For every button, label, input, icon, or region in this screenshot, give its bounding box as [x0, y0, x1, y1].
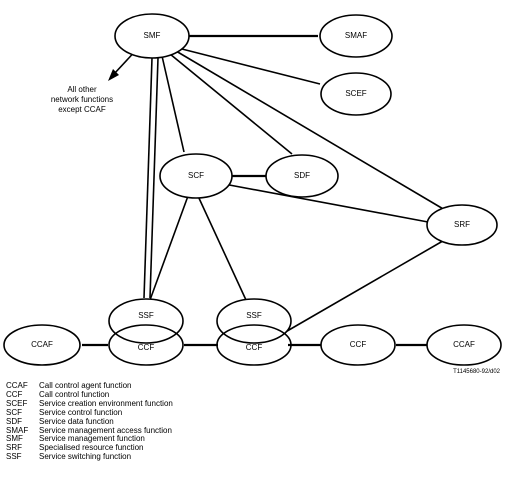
node-ccf-1-label: CCF: [138, 343, 155, 352]
node-smf: SMF: [114, 13, 190, 59]
legend-description: Service management function: [39, 434, 145, 444]
legend-row: SMAF Service management access function: [6, 425, 173, 436]
node-ssf-right-label: SSF: [246, 311, 262, 320]
legend-abbreviation: SCF: [6, 407, 22, 417]
annotation-line-2: network functions: [51, 95, 113, 104]
other-functions-annotation: All other network functions except CCAF: [51, 85, 113, 114]
node-smf-label: SMF: [144, 31, 161, 40]
node-ccaf-left-label: CCAF: [31, 340, 53, 349]
legend-description: Specialised resource function: [39, 443, 144, 453]
edges: [82, 34, 449, 347]
legend-description: Call control agent function: [39, 381, 132, 390]
node-srf: SRF: [426, 204, 498, 246]
node-srf-label: SRF: [454, 220, 470, 229]
legend-abbreviation: SMF: [6, 434, 23, 444]
legend-description: Service data function: [39, 416, 114, 426]
edge-scf-srf: [223, 183, 429, 223]
legend-row: SSF Service switching function: [6, 452, 173, 462]
legend-description: Service management access function: [39, 425, 172, 435]
node-ccf-3-label: CCF: [350, 340, 367, 349]
node-ssf-left-label: SSF: [138, 311, 154, 320]
functional-architecture-diagram: SMF SMAF SCEF SCF SDF SRF CCAF SSF CCF S…: [3, 13, 502, 375]
node-ccaf-left: CCAF: [3, 324, 81, 366]
edge-scf-ssf-left: [149, 195, 189, 301]
node-ccf-2-label: CCF: [246, 343, 263, 352]
legend-abbreviation: SCEF: [6, 398, 28, 408]
edge-smf-ssf: [149, 57, 159, 299]
edge-smf-sdf: [169, 53, 293, 155]
edge-smf-ssf: [143, 57, 153, 299]
legend-description: Service switching function: [39, 452, 132, 462]
figure-reference: T1145680-92/d02: [453, 369, 501, 375]
legend-row: CCF Call control function: [6, 389, 173, 400]
legend-description: Service creation environment function: [39, 398, 173, 408]
edge-srf-ccf: [281, 237, 449, 335]
node-sdf: SDF: [265, 154, 339, 198]
legend-abbreviation: SDF: [6, 416, 22, 426]
node-ssf-right: [216, 298, 292, 344]
legend-abbreviation: SRF: [6, 443, 22, 453]
edge-smf-scef: [177, 47, 321, 85]
legend-row: SCF Service control function: [6, 407, 173, 418]
node-sdf-label: SDF: [294, 171, 310, 180]
node-scef-label: SCEF: [345, 89, 366, 98]
node-ccaf-right: CCAF: [426, 324, 502, 366]
legend-row: SMF Service management function: [6, 435, 173, 444]
node-ccf-1: [108, 324, 184, 366]
legend-abbreviation: CCAF: [6, 381, 28, 390]
node-ssf-left: [108, 298, 184, 344]
legend-abbreviation: SMAF: [6, 425, 29, 435]
node-scf-label: SCF: [188, 171, 204, 180]
node-smaf-label: SMAF: [345, 31, 367, 40]
legend-row: SRF Specialised resource function: [6, 443, 173, 453]
legend-abbreviation: SSF: [6, 452, 22, 462]
edge-smf-scf: [161, 55, 185, 153]
annotation-line-1: All other: [67, 85, 97, 94]
legend-abbreviation: CCF: [6, 389, 23, 399]
node-scef: SCEF: [320, 72, 392, 116]
node-smaf: SMAF: [319, 14, 393, 58]
legend-row: CCAF Call control agent function: [6, 381, 173, 391]
legend-row: SCEF Service creation environment functio…: [6, 398, 173, 409]
legend-row: SDF Service data function: [6, 416, 173, 427]
node-ccf-3: CCF: [320, 324, 396, 366]
legend-description: Call control function: [39, 389, 110, 399]
arrow-head-icon: [108, 69, 119, 81]
node-ccaf-right-label: CCAF: [453, 340, 475, 349]
edge-scf-ssf-right: [197, 195, 247, 301]
annotation-line-3: except CCAF: [58, 105, 106, 114]
legend-description: Service control function: [39, 407, 123, 417]
node-scf: SCF: [159, 153, 233, 199]
node-ccf-2: [216, 324, 292, 366]
edge-smf-srf: [175, 50, 446, 211]
